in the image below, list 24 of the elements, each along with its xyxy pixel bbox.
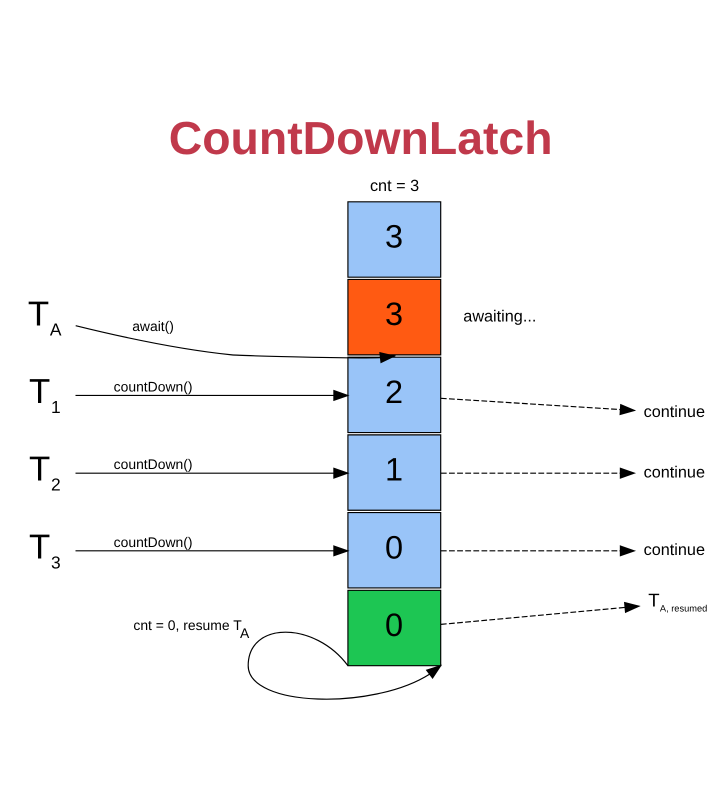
diagram-title: CountDownLatch [168, 112, 553, 164]
arrow [76, 544, 350, 556]
edge-label: countDown() [114, 456, 192, 472]
node-text: T$_{A, resumed}$ [648, 588, 708, 613]
arrow [76, 324, 396, 363]
arrow [440, 397, 636, 415]
arrow [440, 544, 636, 556]
node-text: continue [644, 402, 705, 421]
edge-label: await() [132, 318, 174, 334]
arrow [440, 466, 636, 478]
node-text: T$_{1}$ [28, 372, 61, 416]
arrow [248, 631, 442, 700]
node-text: continue [644, 462, 705, 481]
arrow [440, 601, 641, 624]
arrow [76, 466, 350, 478]
node-text: T$_{2}$ [28, 450, 61, 494]
node-label: awaiting... [463, 306, 536, 325]
node-text: T$_{A}$ [28, 294, 62, 339]
node-text: T$_{3}$ [28, 528, 61, 572]
arrow [76, 389, 350, 401]
node-label: cnt = 3 [370, 176, 420, 194]
node-text: continue [644, 540, 705, 559]
edge-label: countDown() [114, 533, 192, 550]
edge-label: countDown() [114, 378, 192, 394]
